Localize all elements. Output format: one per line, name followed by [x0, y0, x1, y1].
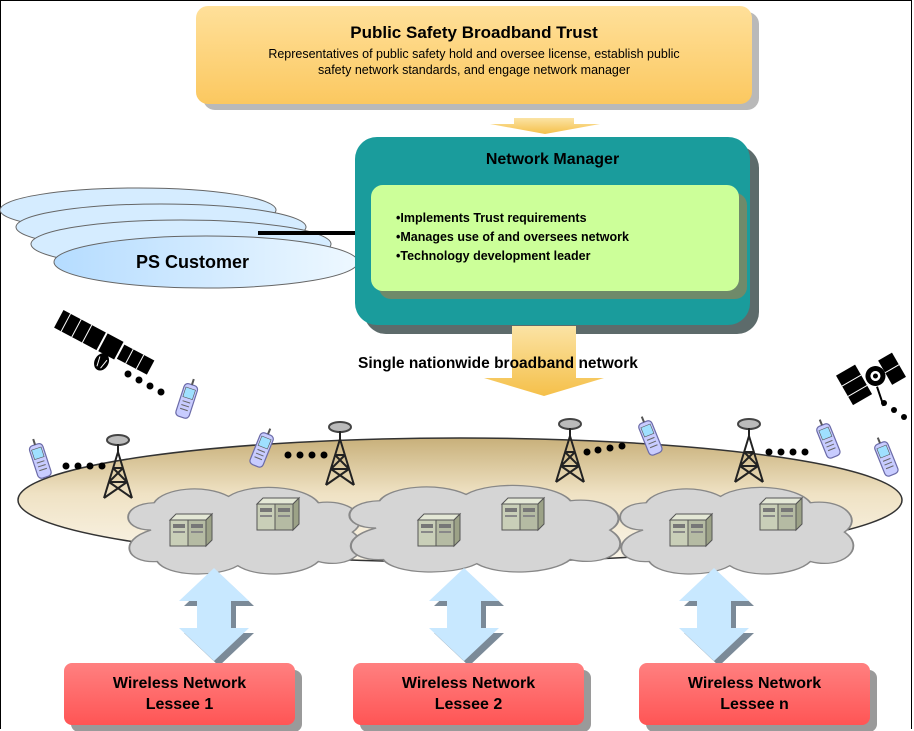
manager-inner-box [371, 185, 739, 291]
lessee-1-label: Wireless Network Lessee 1 [64, 673, 295, 715]
lessee-2-box [353, 663, 584, 725]
lessee-3-line-1: Wireless Network [687, 675, 822, 692]
ps-customer-label: PS Customer [136, 252, 250, 272]
lessee-2-line-1: Wireless Network [401, 675, 536, 692]
lessee-2-label: Wireless Network Lessee 2 [353, 673, 584, 715]
lessee-3-box [639, 663, 870, 725]
ps-customer-stack [0, 187, 359, 289]
server-2b [501, 497, 545, 531]
trust-description: Representatives of public safety hold an… [196, 46, 752, 78]
network-label: Single nationwide broadband network [358, 355, 638, 372]
manager-item: •Technology development leader [396, 249, 591, 263]
trust-description-line-2: safety network standards, and engage net… [318, 63, 630, 77]
manager-items: •Implements Trust requirements •Manages … [396, 209, 629, 266]
server-1b [256, 497, 300, 531]
lessee-1-line-1: Wireless Network [112, 675, 247, 692]
manager-title: Network Manager [485, 151, 620, 168]
double-arrow-2 [429, 568, 504, 666]
trust-text: Public Safety Broadband Trust Representa… [196, 23, 752, 78]
lessee-2-line-2: Lessee 2 [434, 696, 503, 713]
double-arrow-1 [179, 568, 254, 666]
lessee-3-label: Wireless Network Lessee n [639, 673, 870, 715]
double-arrow-3 [679, 568, 754, 666]
dotted-links [62, 370, 907, 470]
server-3a [669, 513, 713, 547]
lessee-1-line-2: Lessee 1 [145, 696, 214, 713]
lessee-1-box [64, 663, 295, 725]
trust-to-manager-arrow [490, 118, 600, 134]
trust-title: Public Safety Broadband Trust [350, 23, 598, 42]
server-1a [169, 513, 213, 547]
server-3b [759, 497, 803, 531]
trust-box [196, 6, 752, 104]
phone-3 [173, 375, 202, 421]
phone-1 [25, 435, 54, 481]
trust-description-line-1: Representatives of public safety hold an… [268, 47, 680, 61]
manager-item: •Implements Trust requirements [396, 211, 587, 225]
lessee-3-line-2: Lessee n [720, 696, 789, 713]
phone-5 [812, 415, 843, 461]
manager-item: •Manages use of and oversees network [396, 230, 629, 244]
satellite-left-icon [54, 309, 155, 375]
satellite-right-icon [836, 352, 906, 407]
manager-to-network-arrow [484, 326, 604, 396]
phone-6 [870, 433, 901, 479]
manager-title-wrap: Network Manager [355, 151, 750, 169]
server-2a [417, 513, 461, 547]
